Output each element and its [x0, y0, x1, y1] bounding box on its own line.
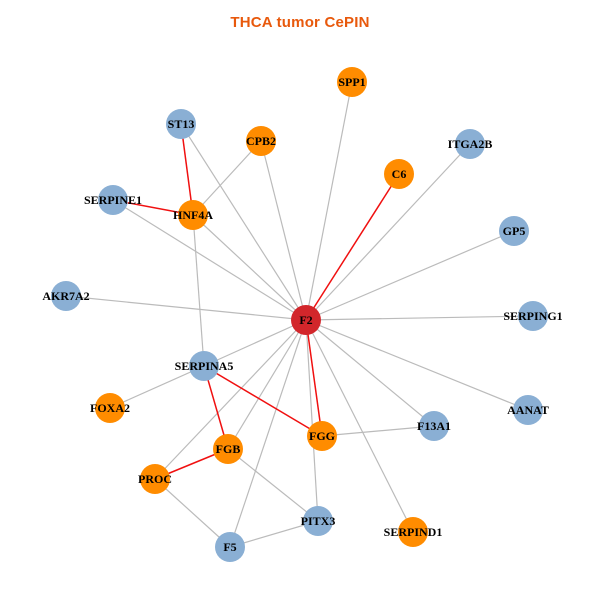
edge-F2-GP5: [305, 230, 515, 321]
node-AANAT: [513, 395, 543, 425]
node-SERPINA5: [189, 351, 219, 381]
edge-F2-SERPIND1: [305, 319, 414, 533]
edge-F2-PROC: [154, 319, 307, 480]
node-CPB2: [246, 126, 276, 156]
node-SERPING1: [518, 301, 548, 331]
edge-F2-C6: [305, 173, 400, 321]
edge-F2-F13A1: [305, 319, 435, 427]
edge-F2-SERPINA5: [203, 319, 307, 367]
node-F5: [215, 532, 245, 562]
node-SERPIND1: [398, 517, 428, 547]
node-C6: [384, 159, 414, 189]
edge-F2-ITGA2B: [305, 143, 471, 321]
edge-F2-ST13: [180, 123, 307, 321]
edge-F2-AANAT: [305, 319, 529, 411]
plot-title: THCA tumor CePIN: [230, 14, 370, 31]
node-PROC: [140, 464, 170, 494]
edge-F2-SERPINE1: [112, 199, 307, 321]
edge-F2-SPP1: [305, 81, 353, 321]
edge-PITX3-F5: [229, 520, 319, 548]
edge-ST13-HNF4A: [180, 123, 194, 216]
edge-CPB2-HNF4A: [192, 140, 262, 216]
node-SPP1: [337, 67, 367, 97]
node-PITX3: [303, 506, 333, 536]
edge-F2-HNF4A: [192, 214, 307, 321]
edge-HNF4A-SERPINA5: [192, 214, 205, 367]
edge-F2-F5: [229, 319, 307, 548]
edge-FGG-F13A1: [321, 425, 435, 437]
node-GP5: [499, 216, 529, 246]
edge-SERPINA5-FGG: [203, 365, 323, 437]
edge-F2-PITX3: [305, 319, 319, 522]
edge-SERPINA5-FOXA2: [109, 365, 205, 409]
edge-F2-FGB: [227, 319, 307, 450]
node-ST13: [166, 109, 196, 139]
node-FOXA2: [95, 393, 125, 423]
node-FGG: [307, 421, 337, 451]
node-ITGA2B: [455, 129, 485, 159]
edge-PROC-F5: [154, 478, 231, 548]
edge-F2-SERPING1: [305, 315, 534, 321]
node-SERPINE1: [98, 185, 128, 215]
edge-F2-FGG: [305, 319, 323, 437]
node-AKR7A2: [51, 281, 81, 311]
edge-F2-CPB2: [260, 140, 307, 321]
edge-F2-AKR7A2: [65, 295, 307, 321]
node-F13A1: [419, 411, 449, 441]
node-F2: [291, 305, 321, 335]
node-HNF4A: [178, 200, 208, 230]
node-FGB: [213, 434, 243, 464]
edge-PITX3-FGB: [227, 448, 319, 522]
